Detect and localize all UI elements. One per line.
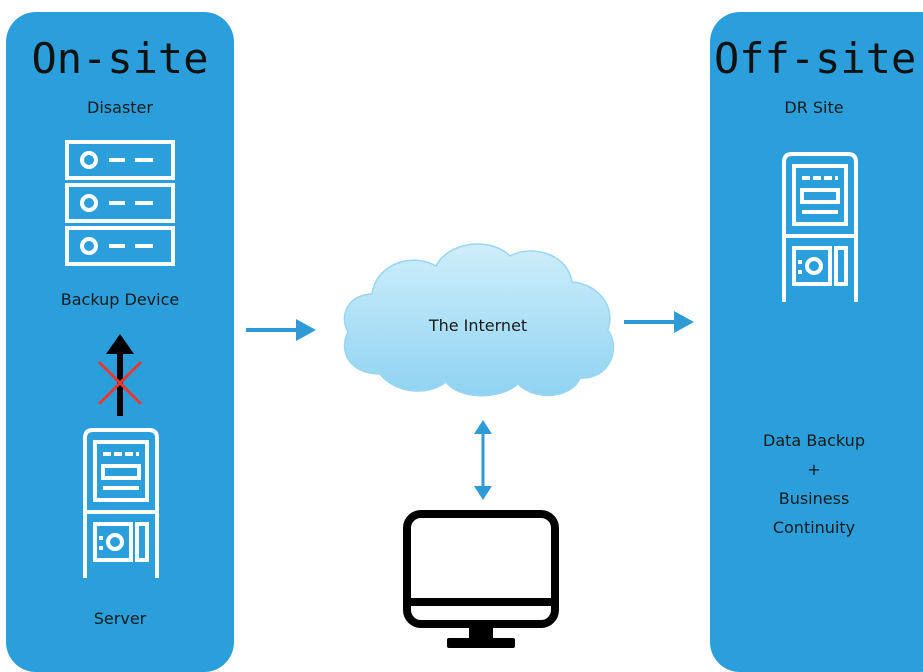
disaster-label: Disaster <box>87 98 153 117</box>
internet-label: The Internet <box>428 316 528 335</box>
dr-site-label: DR Site <box>784 98 844 117</box>
on-site-title: On-site <box>31 34 209 83</box>
server-tower-icon <box>83 428 159 578</box>
server-rack-icon <box>65 140 175 266</box>
off-site-panel: Off-site DR Site Data Backup + Business … <box>710 12 923 672</box>
off-site-line-3: Business <box>778 489 850 508</box>
off-site-line-4: Continuity <box>772 518 856 537</box>
off-site-line-2: + <box>807 460 821 479</box>
blocked-arrow-head <box>106 334 134 354</box>
monitor-icon <box>403 510 559 648</box>
backup-device-label: Backup Device <box>60 290 180 309</box>
server-tower-icon <box>782 152 858 302</box>
server-label: Server <box>93 609 147 628</box>
blocked-x-icon <box>97 360 143 406</box>
on-site-panel: On-site Disaster Backup Device <box>6 12 234 672</box>
off-site-title: Off-site <box>714 34 917 83</box>
bidirectional-arrow <box>474 420 492 500</box>
cloud-icon <box>343 243 615 397</box>
off-site-line-1: Data Backup <box>763 431 865 450</box>
arrow-on-site-to-internet <box>246 319 316 341</box>
arrow-internet-to-off-site <box>624 311 694 333</box>
